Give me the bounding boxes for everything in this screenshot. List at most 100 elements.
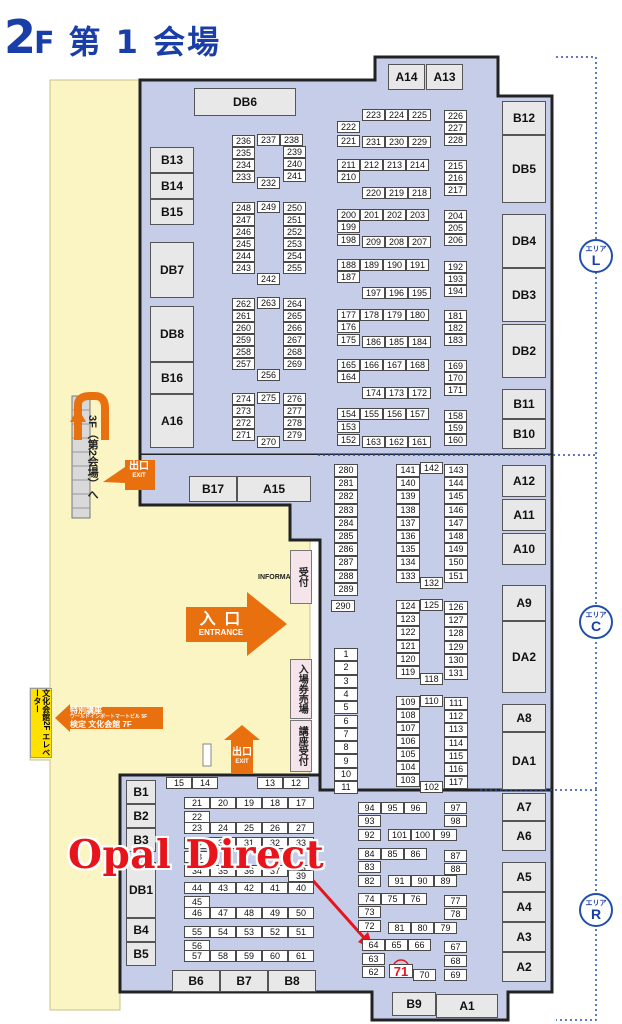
booth-70: 70: [413, 969, 436, 981]
booth-137: 137: [396, 516, 420, 530]
booth-211: 211: [337, 159, 360, 171]
booth-b3: B3: [126, 828, 156, 852]
booth-259: 259: [232, 334, 255, 346]
ticket-counter: 入場券売場: [290, 659, 312, 719]
booth-170: 170: [444, 372, 467, 384]
booth-97: 97: [444, 802, 467, 814]
booth-169: 169: [444, 360, 467, 372]
elevator-sign: 文化会館2F エレベーター: [30, 688, 52, 758]
booth-200: 200: [337, 209, 360, 221]
booth-11: 11: [334, 781, 358, 795]
booth-175: 175: [337, 334, 360, 346]
booth-171: 171: [444, 384, 467, 396]
booth-b6: B6: [172, 970, 220, 992]
booth-db1: DB1: [126, 862, 156, 918]
booth-110: 110: [420, 695, 443, 707]
booth-7: 7: [334, 727, 358, 742]
booth-17: 17: [288, 797, 314, 809]
booth-283: 283: [334, 503, 358, 517]
booth-106: 106: [396, 735, 420, 748]
booth-122: 122: [396, 626, 420, 640]
booth-237: 237: [257, 134, 280, 146]
booth-90: 90: [411, 875, 434, 887]
booth-222: 222: [337, 121, 360, 133]
booth-db8: DB8: [150, 306, 194, 362]
booth-119: 119: [396, 666, 420, 680]
booth-217: 217: [444, 184, 467, 196]
booth-135: 135: [396, 543, 420, 557]
booth-257: 257: [232, 358, 255, 370]
booth-199: 199: [337, 221, 360, 233]
booth-179: 179: [383, 309, 406, 321]
booth-101: 101: [388, 829, 411, 841]
booth-132: 132: [420, 577, 443, 589]
booth-27: 27: [288, 822, 314, 834]
booth-161: 161: [408, 436, 431, 448]
booth-a16: A16: [150, 394, 194, 448]
booth-266: 266: [283, 322, 306, 334]
booth-269: 269: [283, 358, 306, 370]
booth-55: 55: [184, 926, 210, 938]
booth-100: 100: [411, 829, 434, 841]
booth-b5: B5: [126, 942, 156, 966]
booth-203: 203: [406, 209, 429, 221]
booth-a3: A3: [502, 922, 546, 952]
booth-174: 174: [362, 387, 385, 399]
booth-68: 68: [444, 955, 467, 967]
booth-238: 238: [280, 134, 303, 146]
booth-164: 164: [337, 371, 360, 383]
booth-a9: A9: [502, 585, 546, 621]
booth-206: 206: [444, 234, 467, 246]
booth-182: 182: [444, 322, 467, 334]
booth-83: 83: [358, 861, 381, 873]
booth-b1: B1: [126, 780, 156, 804]
booth-229: 229: [408, 136, 431, 148]
booth-129: 129: [444, 640, 468, 654]
booth-227: 227: [444, 122, 467, 134]
booth-207: 207: [408, 236, 431, 248]
booth-12: 12: [283, 777, 309, 789]
booth-264: 264: [283, 298, 306, 310]
booth-99: 99: [434, 829, 457, 841]
booth-8: 8: [334, 741, 358, 755]
booth-223: 223: [362, 109, 385, 121]
exit-arrow-bottom: [224, 725, 260, 774]
booth-db2: DB2: [502, 324, 546, 378]
booth-224: 224: [385, 109, 408, 121]
booth-92: 92: [358, 829, 381, 841]
booth-b16: B16: [150, 362, 194, 394]
booth-10: 10: [334, 767, 358, 781]
booth-20: 20: [210, 797, 236, 809]
booth-180: 180: [406, 309, 429, 321]
booth-214: 214: [406, 159, 429, 171]
booth-197: 197: [362, 287, 385, 299]
booth-219: 219: [385, 187, 408, 199]
booth-b9: B9: [392, 992, 436, 1016]
booth-127: 127: [444, 614, 468, 628]
booth-145: 145: [444, 490, 468, 504]
booth-262: 262: [232, 298, 255, 310]
hall-middle-outline: [138, 455, 554, 790]
booth-209: 209: [362, 236, 385, 248]
booth-77: 77: [444, 895, 467, 907]
booth-98: 98: [444, 815, 467, 827]
booth-115: 115: [444, 749, 468, 763]
booth-128: 128: [444, 627, 468, 641]
booth-231: 231: [362, 136, 385, 148]
booth-282: 282: [334, 490, 358, 504]
booth-255: 255: [283, 262, 306, 274]
booth-30: 30: [210, 837, 236, 849]
booth-31: 31: [236, 837, 262, 849]
booth-204: 204: [444, 210, 467, 222]
booth-85: 85: [381, 848, 404, 860]
booth-201: 201: [360, 209, 383, 221]
booth-53: 53: [236, 926, 262, 938]
lecture-info-label: 特別講座 ワールドインポートマートビル 5F 検定 文化会館 7F: [70, 706, 148, 729]
booth-140: 140: [396, 477, 420, 491]
booth-133: 133: [396, 569, 420, 583]
booth-178: 178: [360, 309, 383, 321]
booth-289: 289: [334, 582, 358, 596]
booth-b12: B12: [502, 101, 546, 135]
booth-242: 242: [257, 273, 280, 285]
booth-202: 202: [383, 209, 406, 221]
